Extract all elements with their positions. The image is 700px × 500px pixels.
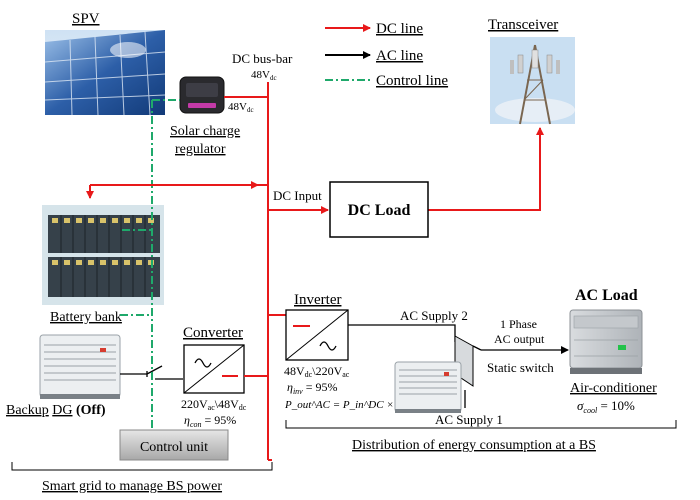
solar-charge-regulator-label-line2: regulator [175, 142, 226, 157]
charge-regulator-icon [179, 76, 225, 114]
cell-tower-icon [490, 37, 575, 125]
ac-wave-icon [194, 358, 212, 368]
backup-dg-label: Backup DG (Off) [6, 403, 106, 418]
inverter-rating: 48Vdc\220Vac [284, 364, 350, 379]
transceiver-label: Transceiver [488, 17, 558, 33]
ac-supply-2-label: AC Supply 2 [400, 308, 468, 323]
distribution-caption: Distribution of energy consumption at a … [352, 438, 596, 453]
ac-supply-1-label: AC Supply 1 [435, 412, 503, 427]
legend-control-line-label: Control line [376, 73, 448, 89]
dc-load-label: DC Load [348, 202, 411, 219]
legend-dc-line-label: DC line [376, 21, 423, 37]
one-phase-label-line1: 1 Phase [500, 317, 537, 331]
one-phase-label-line2: AC output [494, 332, 545, 346]
dc-busbar-label: DC bus-bar [232, 51, 293, 66]
smart-grid-caption: Smart grid to manage BS power [42, 479, 222, 494]
converter-label: Converter [183, 325, 243, 341]
diesel-generator-icon [394, 361, 462, 413]
inverter-power-formula: P_out^AC = P_in^DC × η_inv [284, 399, 421, 411]
battery-bank-icon [42, 205, 164, 305]
inverter-box [285, 309, 349, 361]
dc-input-label: DC Input [273, 188, 322, 203]
battery-bank-label: Battery bank [50, 310, 122, 325]
ac-load-label: AC Load [575, 287, 638, 304]
smart-grid-bracket [11, 462, 273, 471]
dc-lines [86, 82, 544, 461]
converter-box [183, 344, 245, 394]
air-conditioner-label: Air-conditioner [570, 381, 657, 396]
static-switch-label: Static switch [487, 360, 554, 375]
dc-busbar-voltage: 48Vdc [251, 69, 277, 82]
converter-rating: 220Vac\48Vdc [181, 397, 247, 412]
dc-load-box: DC Load [329, 181, 429, 238]
spv-label: SPV [72, 11, 100, 27]
control-lines [120, 99, 180, 430]
solar-panel-icon [44, 30, 166, 116]
converter-efficiency: ηcon = 95% [184, 413, 236, 429]
legend: DC line AC line Control line [325, 21, 448, 89]
solar-charge-regulator-label-line1: Solar charge [170, 124, 240, 139]
distribution-bracket [285, 420, 677, 429]
inverter-efficiency: ηinv = 95% [287, 380, 338, 396]
dg-switch [120, 365, 183, 380]
air-conditioner-icon [569, 309, 643, 374]
control-unit-label: Control unit [140, 440, 208, 455]
regulator-voltage: 48Vdc [228, 101, 254, 114]
cooling-share: σcool = 10% [577, 398, 635, 415]
diesel-generator-icon [39, 334, 121, 399]
inverter-label: Inverter [294, 292, 341, 308]
control-unit-box: Control unit [119, 429, 229, 461]
legend-ac-line-label: AC line [376, 48, 423, 64]
ac-wave-icon [319, 341, 337, 351]
